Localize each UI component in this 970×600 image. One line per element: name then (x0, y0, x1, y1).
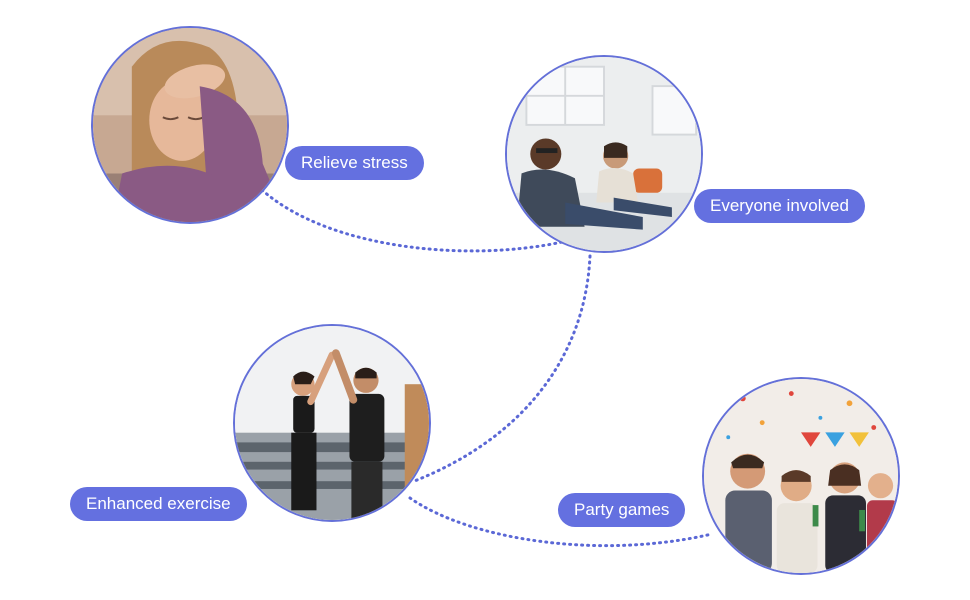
high-five-exercise-photo (233, 324, 431, 522)
enhanced-exercise-label: Enhanced exercise (70, 487, 247, 521)
party-games-label: Party games (558, 493, 686, 527)
connector-stress-to-everyone (260, 188, 564, 253)
relieve-stress-label: Relieve stress (285, 146, 424, 180)
party-celebration-photo (702, 377, 900, 575)
friends-gaming-photo (505, 55, 703, 253)
connector-exercise-to-party (408, 496, 714, 548)
connector-everyone-to-exercise (410, 254, 592, 484)
stressed-woman-photo (91, 26, 289, 224)
everyone-involved-label: Everyone involved (694, 189, 865, 223)
